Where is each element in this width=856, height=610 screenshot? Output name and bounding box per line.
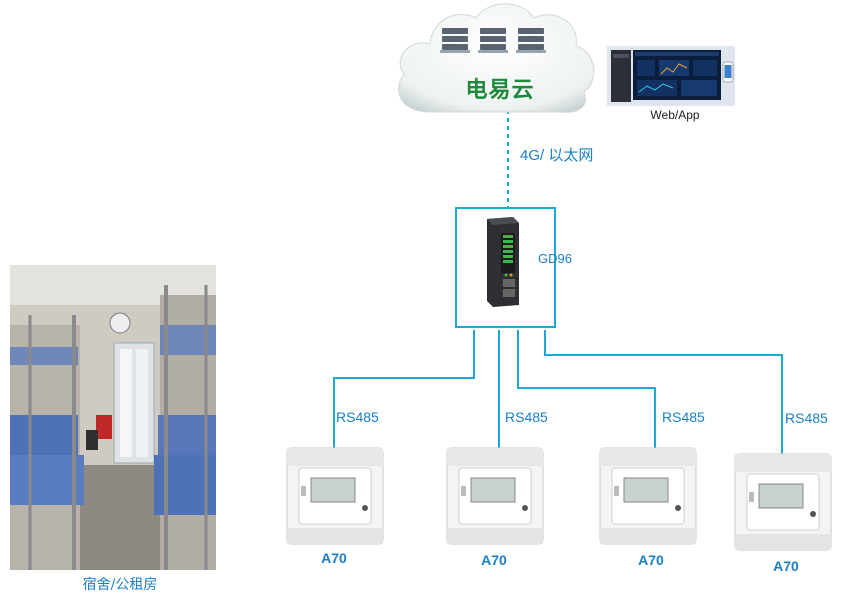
meter-label-4: A70 xyxy=(773,558,799,574)
dormitory-caption: 宿舍/公租房 xyxy=(82,577,158,593)
rs485-label-1: RS485 xyxy=(336,409,379,425)
dormitory-room-image xyxy=(10,265,216,570)
meter-1 xyxy=(285,446,385,546)
meter-3 xyxy=(598,446,698,546)
server-stack-icon xyxy=(440,28,546,53)
cloud-label: 电易云 xyxy=(465,77,535,102)
bus-wire-3 xyxy=(517,330,656,452)
meter-label-2: A70 xyxy=(481,552,507,568)
meter-label-1: A70 xyxy=(321,550,347,566)
monitor-icon xyxy=(607,46,735,106)
gateway-device-icon xyxy=(487,217,519,307)
energy-meter-icon xyxy=(446,447,544,545)
energy-meter-icon xyxy=(599,447,697,545)
rs485-label-4: RS485 xyxy=(785,410,828,426)
rs485-label-3: RS485 xyxy=(662,409,705,425)
gateway-label: GD96 xyxy=(538,251,572,266)
meter-2 xyxy=(445,446,545,546)
bus-wire-1 xyxy=(333,330,475,452)
cloud-icon xyxy=(398,3,595,113)
web-app-label: Web/App xyxy=(650,108,700,122)
gateway-box xyxy=(455,207,556,328)
energy-meter-icon xyxy=(734,453,832,551)
bus-wire-4 xyxy=(544,330,783,460)
rs485-label-2: RS485 xyxy=(505,409,548,425)
meter-label-3: A70 xyxy=(638,552,664,568)
cloud-platform xyxy=(390,0,600,118)
network-label: 4G/ 以太网 xyxy=(520,147,594,164)
dormitory-photo xyxy=(10,265,216,570)
meter-4 xyxy=(733,452,833,552)
web-app-screenshot xyxy=(607,46,735,106)
energy-meter-icon xyxy=(286,447,384,545)
